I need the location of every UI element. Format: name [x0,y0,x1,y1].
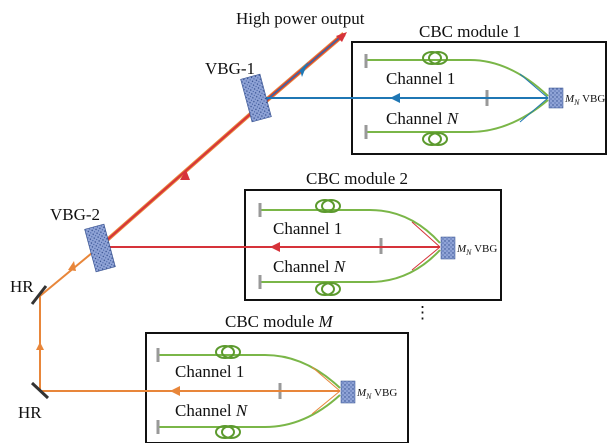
module-2-coil-bottom [315,282,341,296]
module-2-fiber-n [260,249,441,283]
module-2-ray-down [411,246,441,271]
arrow-blue-diag [300,62,308,77]
module-1-ray-down [519,97,549,123]
beam-combined-red [97,109,256,249]
vbg-2-label: VBG-2 [50,205,100,224]
module-ellipsis: ⋮ [414,303,431,322]
module-m-channel-n: Channel N [175,401,249,420]
module-m-ray-up [311,366,341,392]
module-2-coil-top [315,199,341,213]
hr-upper-mirror [30,285,48,305]
module-2-arrow [270,242,280,252]
cbc-module-2-title: CBC module 2 [306,169,408,188]
module-1-coil-top [422,51,448,65]
module-1-channel-1: Channel 1 [386,69,455,88]
module-m-arrow [170,386,180,396]
cbc-module-m-title: CBC module M [225,312,334,331]
module-1-fiber-1 [366,59,549,97]
vbg-1-grating [240,73,272,123]
module-1-vbg-label: MN VBG [564,93,605,107]
beam-orange-diagonal [39,247,99,297]
module-1-fiber-n [366,99,549,133]
module-m-channel-1: Channel 1 [175,362,244,381]
module-2-fiber-1 [260,209,441,244]
module-m-fiber-1 [158,354,341,389]
module-2-ray-up [411,221,441,248]
module-1-vbg [548,87,564,109]
arrow-orange-diag [68,261,76,271]
module-2-vbg-label: MN VBG [456,243,497,257]
module-m-coil-bottom [215,425,241,439]
hr-upper-label: HR [10,277,34,296]
cbc-module-1-title: CBC module 1 [419,22,521,41]
module-m-vbg [340,380,356,404]
module-1-arrow [390,93,400,103]
hr-lower-label: HR [18,403,42,422]
module-1-coil-bottom [422,132,448,146]
vbg-2-grating [84,223,116,273]
module-m-coil-top [215,345,241,359]
module-m-fiber-n [158,394,341,428]
module-2-channel-n: Channel N [273,257,347,276]
module-1-ray-up [519,73,549,99]
module-m-vbg-label: MN VBG [356,387,397,401]
arrow-output-head [336,32,347,42]
arrow-red-diag [180,170,190,180]
module-m-ray-down [311,390,341,415]
module-2-vbg [440,236,456,260]
hr-lower-mirror [30,381,50,400]
cbc-module-2-box [244,189,502,301]
module-1-channel-n: Channel N [386,109,460,128]
vbg-1-label: VBG-1 [205,59,255,78]
output-label: High power output [236,9,365,28]
arrow-orange-up [36,342,44,350]
module-2-channel-1: Channel 1 [273,219,342,238]
